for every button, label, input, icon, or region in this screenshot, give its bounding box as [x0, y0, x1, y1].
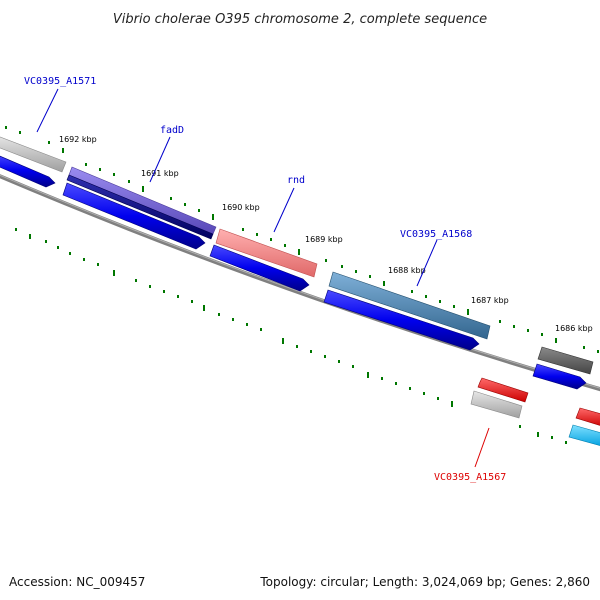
tick-label-1692: 1692 kbp	[59, 135, 97, 144]
chromosome-backbone	[0, 174, 600, 392]
gene-label-fadd[interactable]: fadD	[160, 125, 184, 136]
genome-summary-text: Topology: circular; Length: 3,024,069 bp…	[259, 575, 590, 589]
feature-cyan-edge[interactable]	[568, 424, 600, 447]
tick-label-1687: 1687 kbp	[471, 296, 509, 305]
leader-line	[416, 239, 438, 287]
tick-label-1691: 1691 kbp	[141, 169, 179, 178]
tick-row-inner	[15, 228, 567, 444]
cds-track	[0, 154, 587, 390]
cds-arrow[interactable]	[62, 182, 206, 250]
accession-text: Accession: NC_009457	[9, 575, 145, 589]
leader-line	[474, 427, 490, 468]
map-title: Vibrio cholerae O395 chromosome 2, compl…	[113, 12, 487, 27]
cds-arrow[interactable]	[323, 289, 480, 351]
gene-leader-lines	[36, 88, 490, 468]
cds-arrow[interactable]	[0, 154, 56, 188]
tick-label-1689: 1689 kbp	[305, 235, 343, 244]
cds-arrow[interactable]	[209, 244, 310, 292]
feature-vc0395-a1567[interactable]	[470, 390, 523, 419]
feature-fadd-lower[interactable]	[66, 174, 214, 240]
leader-line	[36, 88, 59, 133]
feature-red-arrow-edge[interactable]	[575, 407, 600, 427]
feature-red-arrow[interactable]	[477, 377, 529, 403]
feature-rnd[interactable]	[215, 228, 318, 278]
leader-line	[273, 187, 295, 233]
tick-label-1690: 1690 kbp	[222, 203, 260, 212]
tick-label-1688: 1688 kbp	[388, 266, 426, 275]
feature-gray-1686[interactable]	[537, 346, 594, 375]
gene-label-rnd[interactable]: rnd	[287, 175, 305, 186]
tick-row-outer	[5, 126, 599, 353]
gene-label-vc0395-a1567[interactable]: VC0395_A1567	[434, 472, 506, 483]
gene-label-vc0395-a1571[interactable]: VC0395_A1571	[24, 76, 96, 87]
cds-arrow[interactable]	[532, 363, 587, 390]
feature-vc0395-a1568[interactable]	[328, 271, 491, 340]
tick-label-1686: 1686 kbp	[555, 324, 593, 333]
inner-feature-track	[470, 377, 600, 447]
feature-vc0395-a1571[interactable]	[0, 135, 67, 173]
leader-line	[149, 136, 171, 183]
feature-track	[0, 135, 594, 375]
gene-label-vc0395-a1568[interactable]: VC0395_A1568	[400, 229, 472, 240]
